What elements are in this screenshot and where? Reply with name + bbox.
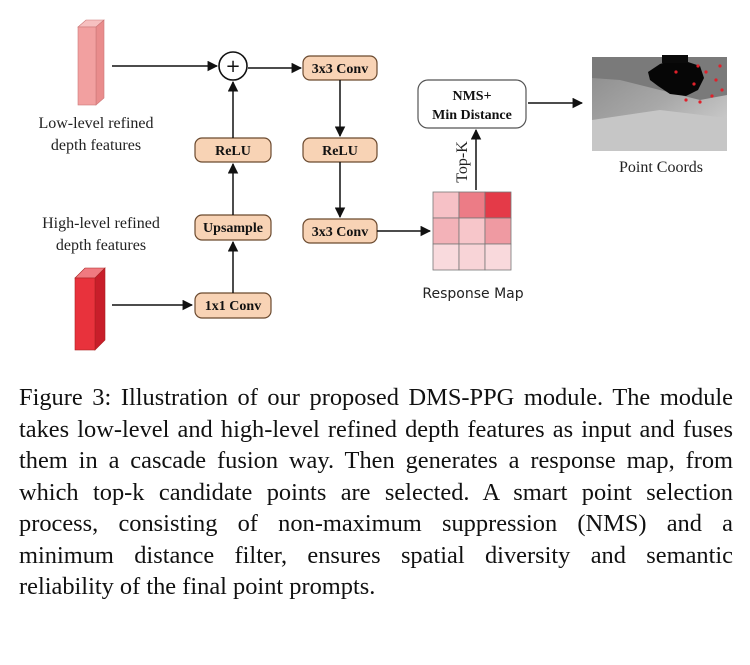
relu-left-label: ReLU	[215, 144, 251, 159]
nms-min-distance-box: NMS+ Min Distance	[417, 79, 527, 129]
conv3x3-top-label: 3x3 Conv	[312, 62, 368, 77]
conv3x3-bottom-box: 3x3 Conv	[302, 218, 378, 244]
figure-caption: Figure 3: Illustration of our proposed D…	[19, 384, 733, 600]
upsample-label: Upsample	[203, 221, 263, 236]
relu-right-box: ReLU	[302, 137, 378, 163]
low-level-label-line1: Low-level refined	[38, 115, 153, 132]
low-level-label-line2: depth features	[51, 137, 141, 154]
response-cell	[458, 191, 486, 219]
response-cell	[484, 191, 512, 219]
top-k-label: Top-K	[454, 141, 471, 183]
low-level-feature-block	[77, 19, 105, 106]
high-level-feature-block	[74, 267, 106, 351]
dms-ppg-diagram: Low-level refined depth features High-le…	[38, 19, 727, 351]
response-map-grid	[432, 191, 512, 271]
depth-map-image	[592, 55, 727, 151]
response-cell	[458, 217, 486, 245]
response-cell	[432, 243, 460, 271]
conv1x1-label: 1x1 Conv	[205, 299, 261, 314]
conv3x3-bottom-label: 3x3 Conv	[312, 225, 368, 240]
point-coords-label: Point Coords	[619, 159, 703, 176]
nms-label-line1: NMS+	[452, 89, 491, 104]
relu-right-label: ReLU	[322, 144, 358, 159]
conv1x1-box: 1x1 Conv	[194, 292, 272, 319]
plus-symbol: +	[225, 56, 240, 77]
response-cell	[484, 217, 512, 245]
conv3x3-top-box: 3x3 Conv	[302, 55, 378, 81]
nms-label-line2: Min Distance	[432, 108, 512, 123]
relu-left-box: ReLU	[194, 137, 272, 163]
add-fusion-node: +	[218, 51, 248, 81]
connector-arrows	[112, 60, 584, 311]
upsample-box: Upsample	[194, 214, 272, 241]
high-level-label-line1: High-level refined	[42, 215, 160, 232]
response-cell	[458, 243, 486, 271]
response-cell	[432, 217, 460, 245]
response-map-label: Response Map	[422, 286, 523, 302]
high-level-label-line2: depth features	[56, 237, 146, 254]
response-cell	[484, 243, 512, 271]
response-cell	[432, 191, 460, 219]
